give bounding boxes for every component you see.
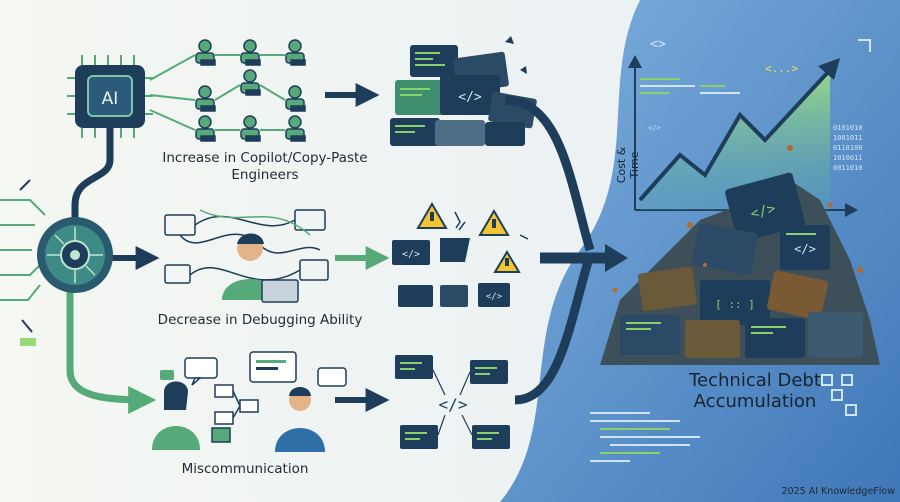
merge-arrow-top: [504, 95, 595, 252]
svg-text:<>: <>: [650, 37, 666, 52]
svg-text:</>: </>: [648, 124, 661, 132]
branch-label-copilot: Increase in Copilot/Copy-Paste Engineers: [140, 150, 390, 184]
people-discussing: [152, 381, 325, 452]
broken-code-screens: </> </>: [392, 211, 529, 307]
credit-text: 2025 AI KnowledgeFlow: [781, 486, 895, 497]
svg-text:</>: </>: [486, 292, 503, 302]
svg-text:0110100: 0110100: [833, 144, 863, 152]
svg-text:<...>: <...>: [765, 62, 798, 75]
svg-text:[ :: ]: [ :: ]: [715, 298, 755, 311]
svg-text:</>: </>: [749, 201, 778, 223]
flow-line-bottom: [66, 290, 157, 414]
outcome-title: Technical Debt Accumulation: [655, 370, 855, 412]
code-screen-icon: </>: [390, 36, 537, 146]
svg-text:</>: </>: [458, 90, 482, 105]
code-brackets-icon: </>: [395, 355, 510, 449]
svg-text:1010011: 1010011: [833, 154, 863, 162]
code-lines-decor: [590, 78, 740, 462]
branch-label-miscommunication: Miscommunication: [181, 461, 309, 477]
svg-text:1001011: 1001011: [833, 134, 863, 142]
ai-chip-icon: AI: [67, 55, 153, 138]
ai-chip-text: AI: [102, 89, 119, 109]
debt-rubble-icon: </> </> [ :: ]: [600, 145, 880, 365]
svg-text:</>: </>: [439, 395, 468, 414]
panel-squares: [821, 374, 857, 416]
svg-text:</>: </>: [794, 242, 816, 256]
code-snippets: <> <...> 0101010 1001011 0110100 1010011…: [648, 37, 863, 172]
branch-label-copilot-line1: Increase in Copilot/Copy-Paste: [162, 150, 368, 166]
svg-text:</>: </>: [402, 249, 420, 260]
circuit-chip: [20, 338, 36, 346]
ai-brain-icon: [37, 217, 113, 293]
flow-line-top: [71, 128, 114, 220]
engineer-network: [149, 54, 286, 131]
branch-label-copilot-line2: Engineers: [231, 167, 299, 183]
speech-bubble-icon: [160, 351, 347, 387]
flowchart-sketch: [211, 384, 259, 443]
outcome-title-line2: Accumulation: [693, 391, 817, 412]
branch-label-debugging: Decrease in Debugging Ability: [157, 312, 363, 328]
merge-arrow-bottom: [514, 253, 595, 405]
svg-text:0101010: 0101010: [833, 124, 863, 132]
warning-icon: [416, 202, 521, 273]
chart-y-axis-label: Cost & Time: [615, 146, 641, 184]
engineer-icon: [195, 39, 306, 142]
circuit-lines: [0, 179, 46, 333]
outcome-title-line1: Technical Debt: [689, 370, 821, 391]
frustrated-engineer: [222, 233, 299, 303]
svg-text:0011010: 0011010: [833, 164, 863, 172]
